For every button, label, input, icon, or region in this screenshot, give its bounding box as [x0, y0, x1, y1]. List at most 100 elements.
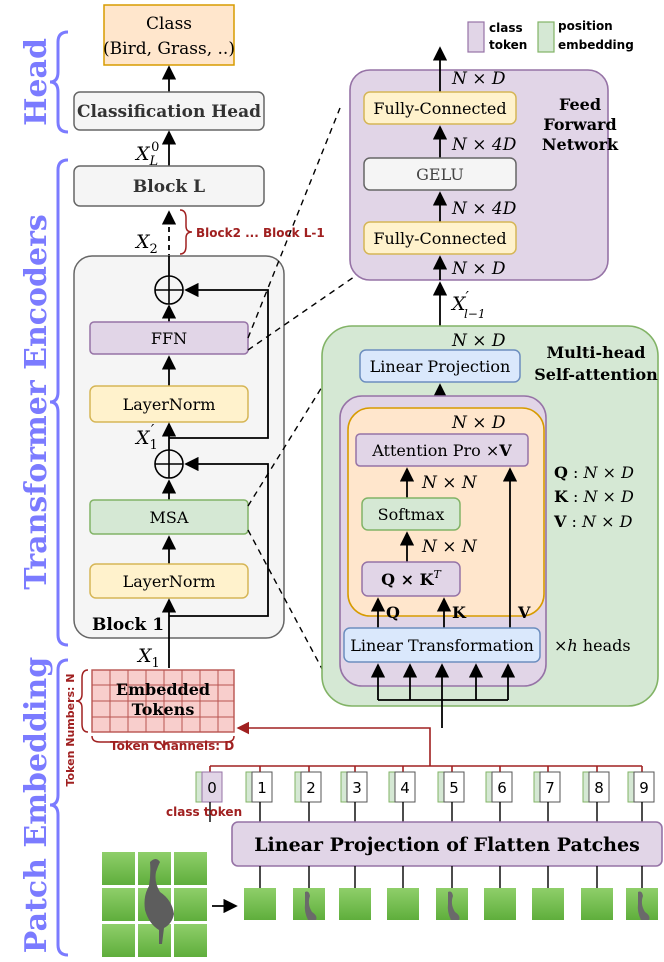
qk-label: Q × KT [381, 568, 442, 589]
position-embedding [627, 771, 635, 803]
token-numbers-label: Token Numbers: N [64, 674, 77, 787]
patch-projection-label: Linear Projection of Flatten Patches [254, 834, 640, 856]
token-index: 6 [497, 779, 507, 797]
patch-projection-box [231, 821, 663, 867]
token-index: 8 [594, 779, 604, 797]
legend-class-token-swatch [467, 21, 485, 53]
image-grid-cell [174, 924, 207, 957]
token-5: 5 [437, 771, 465, 803]
position-embedding [195, 771, 203, 803]
image-patch [532, 888, 564, 920]
block-range-brace [179, 209, 193, 255]
msa-dim-proj: N × D [451, 331, 506, 351]
linear-transformation-box [343, 627, 541, 663]
token-3: 3 [340, 771, 368, 803]
class-output-title: Class [146, 14, 192, 34]
block1-label: Block 1 [92, 615, 164, 635]
token-box [201, 771, 223, 803]
token-box [251, 771, 273, 803]
token-box [443, 771, 465, 803]
token-index: 5 [449, 779, 459, 797]
input-image-grid [102, 852, 207, 957]
layernorm-bottom-box [89, 563, 249, 599]
position-embedding [245, 771, 253, 803]
token-index: 9 [639, 779, 649, 797]
ffn-label: FFN [151, 329, 187, 348]
token-index: 4 [400, 779, 410, 797]
token-box [300, 771, 322, 803]
position-embedding [437, 771, 445, 803]
shape-v: V : N × D [553, 512, 633, 531]
token-2: 2 [294, 771, 322, 803]
token-box [539, 771, 561, 803]
layernorm-top-label: LayerNorm [123, 395, 216, 414]
block-range-label: Block2 ... Block L-1 [196, 226, 325, 240]
position-embedding [388, 771, 396, 803]
layernorm-bottom-label: LayerNorm [123, 572, 216, 591]
heads-label: ×h heads [554, 636, 631, 655]
ffn-dim-in: N × D [451, 259, 506, 279]
ffn-gelu-box [363, 157, 517, 191]
token-4: 4 [388, 771, 416, 803]
image-grid-cell [102, 888, 135, 921]
ffn-fc-top-box [363, 91, 517, 125]
shape-q: Q : N × D [554, 463, 634, 482]
token-1: 1 [245, 771, 273, 803]
token-numbers-brace [75, 669, 89, 733]
classification-head-box [73, 91, 265, 131]
block-l-box [73, 165, 265, 207]
ffn-fc-bottom-label: Fully-Connected [373, 229, 506, 248]
section-braces [49, 30, 69, 957]
position-embedding [340, 771, 348, 803]
position-embedding [582, 771, 590, 803]
image-grid-cell [174, 888, 207, 921]
var-xl-1-prime: X′l−1 [450, 288, 485, 321]
token-index: 0 [207, 779, 217, 797]
attention-label: Attention Pro ×V [371, 441, 512, 460]
token-box [588, 771, 610, 803]
var-x1-prime: X1′ [134, 421, 158, 453]
linear-projection-box [359, 349, 521, 383]
msa-label: MSA [150, 508, 189, 527]
token-index: 1 [257, 779, 267, 797]
image-grid-cell [138, 924, 171, 957]
token-box [633, 771, 655, 803]
var-x2: X2 [134, 231, 158, 257]
image-grid-cell [102, 852, 135, 885]
linear-transformation-label: Linear Transformation [350, 636, 534, 655]
bird-fragment [304, 891, 317, 920]
position-embedding [294, 771, 302, 803]
token-7: 7 [533, 771, 561, 803]
image-grid-cell [174, 852, 207, 885]
image-grid-cell [102, 924, 135, 957]
ffn-dim-4d-bottom: N × 4D [451, 199, 517, 219]
section-label-encoders: Transformer Encoders [19, 214, 54, 590]
token-connectors [209, 766, 643, 772]
token-index: 7 [545, 779, 555, 797]
softmax-box [361, 497, 461, 531]
ffn-dim-out: N × D [451, 69, 506, 89]
image-patch [387, 888, 419, 920]
bird-silhouette [144, 859, 174, 944]
token-6: 6 [485, 771, 513, 803]
token-8: 8 [582, 771, 610, 803]
k-label: K [452, 603, 467, 622]
image-patch [484, 888, 516, 920]
qk-box [361, 561, 461, 597]
v-label: V [517, 603, 531, 622]
patch-row [244, 866, 658, 920]
section-label-head: Head [19, 38, 54, 126]
msa-box [89, 499, 249, 535]
token-index: 3 [352, 779, 362, 797]
msa-dim-nn-top: N × N [421, 473, 478, 493]
class-output-examples: (Bird, Grass, ..) [103, 39, 235, 59]
embedded-tokens-grid [91, 669, 235, 733]
var-xl0: XL0 [134, 140, 159, 169]
block-l-label: Block L [133, 177, 205, 197]
layernorm-top-box [89, 385, 249, 423]
